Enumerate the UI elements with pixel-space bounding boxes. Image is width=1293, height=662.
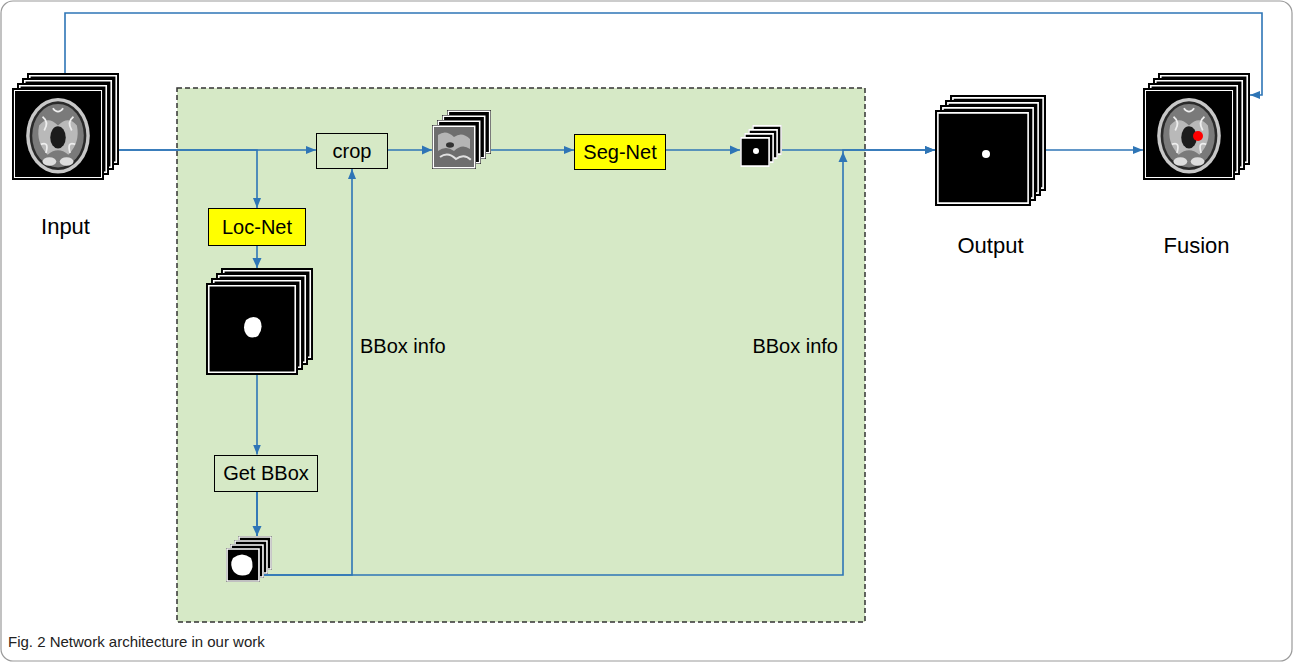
figure-caption: Fig. 2 Network architecture in our work <box>8 633 265 651</box>
edge-label: BBox info <box>752 335 838 357</box>
image-layer <box>740 137 770 167</box>
flow-arrow <box>65 13 1262 95</box>
lesion-dot <box>982 150 990 158</box>
box-label: Seg-Net <box>583 140 656 164</box>
image-layer <box>12 88 104 180</box>
arrowhead <box>730 146 740 155</box>
arrowhead <box>422 146 432 155</box>
cropped-image-stack <box>432 110 491 169</box>
image-label-wrap: Output <box>895 233 1086 259</box>
flow-arrow <box>257 150 935 575</box>
output-image-stack <box>935 95 1046 206</box>
process-box: Loc-Net <box>208 208 306 246</box>
lesion-overlay <box>1193 131 1203 141</box>
image-label: Fusion <box>1163 233 1229 258</box>
image-label-wrap: Fusion <box>1103 233 1290 259</box>
image-node: Input <box>12 73 119 180</box>
location-mask-stack <box>206 268 313 375</box>
patch-mask-stack <box>740 125 782 167</box>
brain-slice <box>15 91 101 177</box>
fusion-image-stack <box>1143 73 1250 180</box>
image-layer <box>206 283 298 375</box>
image-layer <box>226 548 260 582</box>
box-label: Get BBox <box>223 461 309 485</box>
module-region <box>177 88 865 622</box>
process-box: Seg-Net <box>574 134 666 170</box>
edge-label: BBox info <box>360 335 446 357</box>
process-box: crop <box>316 133 388 169</box>
arrowhead <box>253 258 262 268</box>
image-node: Fusion <box>1143 73 1250 180</box>
input-image-stack <box>12 73 119 180</box>
box-label: Loc-Net <box>222 215 292 239</box>
brain-slice <box>1146 91 1232 177</box>
image-label: Output <box>957 233 1023 258</box>
lesion-dot <box>753 148 759 154</box>
bbox-image-stack <box>226 536 272 582</box>
image-label-wrap: Input <box>0 214 159 240</box>
mask-blob <box>231 555 252 576</box>
image-layer <box>432 125 476 169</box>
flow-arrow <box>1046 149 1143 151</box>
flow-arrow <box>119 150 257 208</box>
arrowhead <box>253 526 262 536</box>
arrowhead <box>839 152 848 162</box>
box-label: crop <box>333 139 372 163</box>
edge-label-wrap: BBox info <box>752 334 838 358</box>
image-node: Output <box>935 95 1046 206</box>
image-layer <box>1143 88 1235 180</box>
mask-blob <box>244 317 262 338</box>
image-layer <box>935 110 1031 206</box>
process-box: Get BBox <box>214 455 318 492</box>
brain-patch <box>434 127 474 167</box>
edge-label-wrap: BBox info <box>360 334 446 358</box>
image-label: Input <box>41 214 90 239</box>
